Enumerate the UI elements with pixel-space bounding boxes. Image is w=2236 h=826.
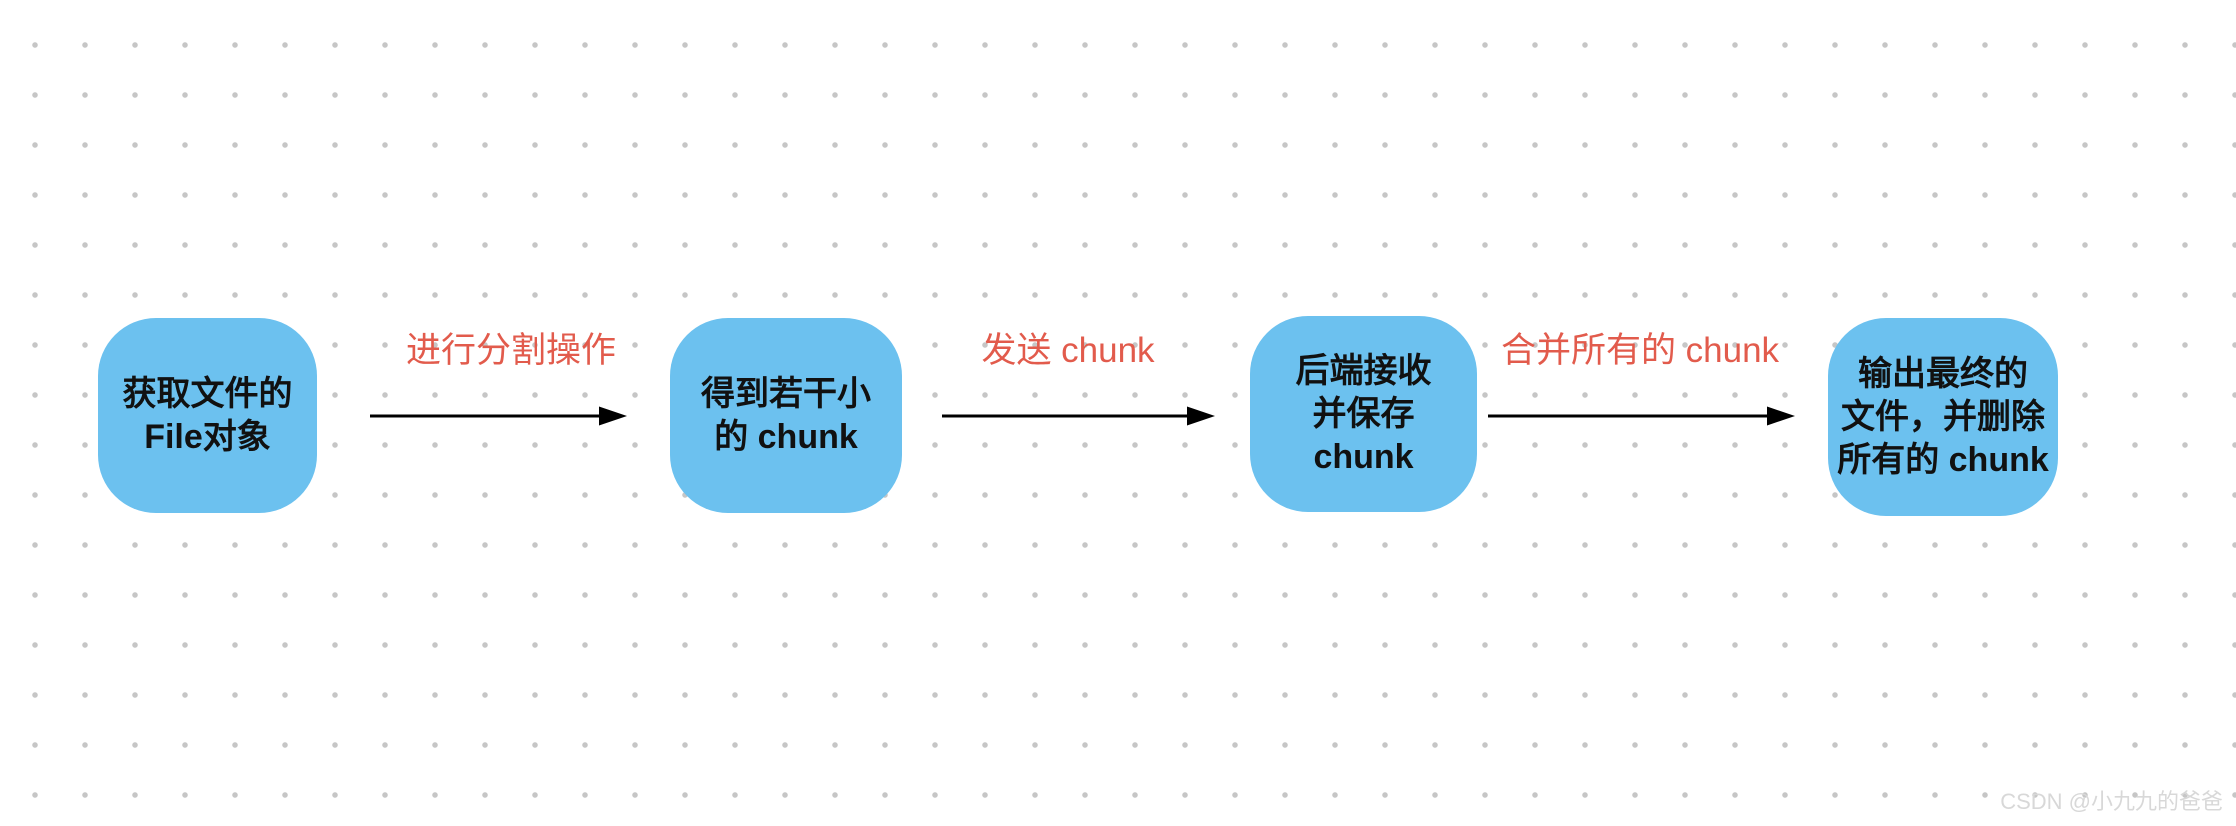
arrow-merge-chunks [1488,406,1795,426]
node-line: 所有的 chunk [1837,440,2049,479]
node-line: 的 chunk [714,417,858,456]
edge-label-send-chunk: 发送 chunk [981,331,1155,370]
flow-node-get-small-chunks: 得到若干小 的 chunk [670,318,902,513]
node-line: 得到若干小 [701,374,871,413]
node-line: File对象 [144,417,271,456]
node-line: 后端接收 [1295,351,1432,390]
arrow-send-chunk [942,406,1215,426]
node-line: chunk [1313,437,1414,476]
flow-node-backend-receive-save: 后端接收 并保存 chunk [1250,316,1477,512]
flow-node-get-file-object: 获取文件的 File对象 [98,318,317,513]
node-line: 文件，并删除 [1841,397,2045,436]
node-line: 获取文件的 [122,374,293,413]
csdn-watermark: CSDN @小九九的爸爸 [2000,789,2223,814]
edge-label-split-operation: 进行分割操作 [405,331,617,370]
flow-node-output-final-file: 输出最终的 文件，并删除 所有的 chunk [1828,318,2058,516]
node-line: 输出最终的 [1858,354,2028,393]
arrow-split-operation [370,406,627,426]
edge-label-merge-chunks: 合并所有的 chunk [1500,331,1780,370]
node-line: 并保存 [1312,394,1415,433]
